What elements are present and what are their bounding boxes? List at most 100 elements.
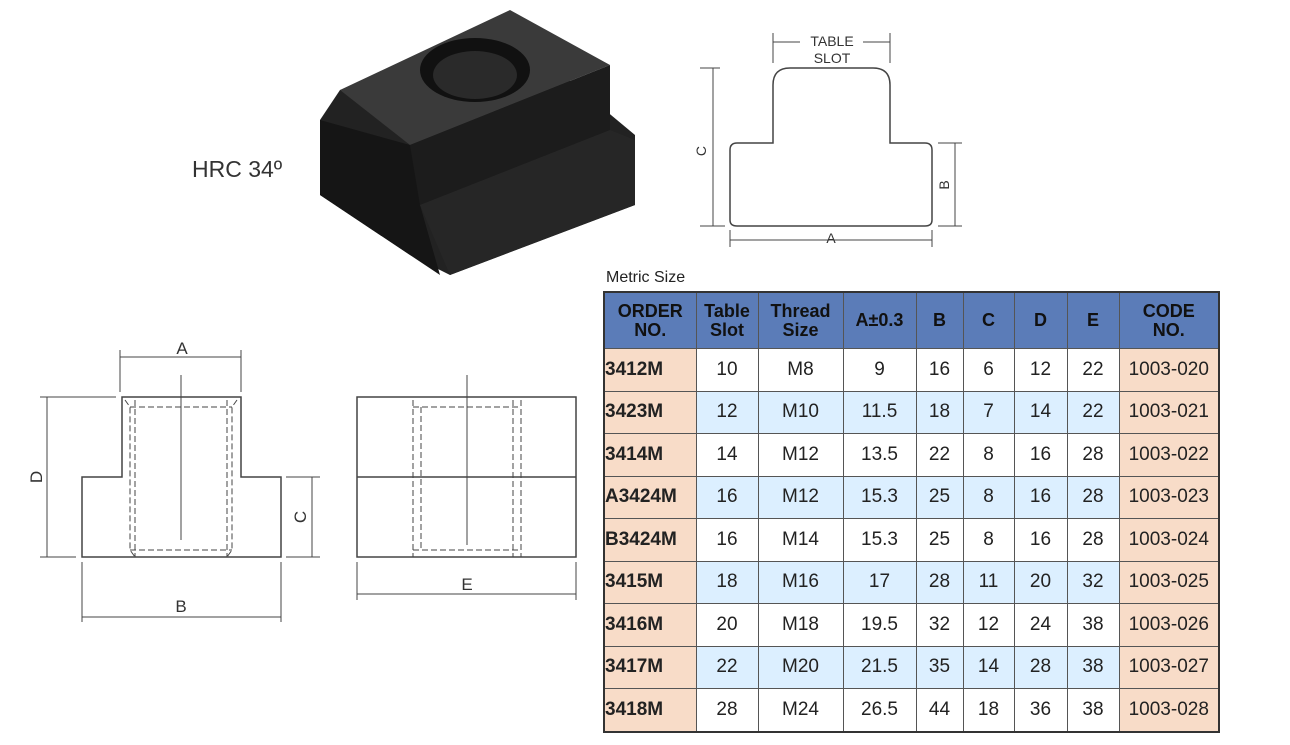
column-header-text: Thread [770,300,831,321]
column-header: A±0.3 [842,291,917,349]
column-header-text: CODE [1142,300,1195,321]
table-cell: M18 [757,603,844,647]
column-header-text: B [933,310,946,330]
table-cell: 18 [962,688,1015,732]
table-cell: 28 [1066,475,1120,519]
table-cell: 22 [1066,348,1120,392]
table-cell: M12 [757,475,844,519]
order-no-cell: 3417M [603,645,697,689]
table-cell: 9 [842,348,917,392]
table-cell: 10 [695,348,759,392]
dim-e-label: E [461,575,472,594]
column-header-text: Table [704,300,750,321]
table-cell: M12 [757,433,844,477]
table-cell: 8 [962,475,1015,519]
table-cell: 6 [962,348,1015,392]
side-view-diagram: E [356,375,577,600]
order-no-cell: 3414M [603,433,697,477]
code-no-cell: 1003-028 [1118,688,1220,732]
column-header-text: Size [782,319,819,340]
order-no-cell: 3416M [603,603,697,647]
dim-a-label: A [826,230,836,246]
t-slot-nut-photo [320,10,635,275]
table-cell: 36 [1013,688,1068,732]
table-cell: 11 [962,560,1015,604]
table-cell: 12 [695,390,759,434]
table-cell: 22 [695,645,759,689]
column-header-text: ORDER [617,300,683,321]
table-cell: 26.5 [842,688,917,732]
order-no-cell: 3423M [603,390,697,434]
table-cell: 8 [962,433,1015,477]
table-cell: 16 [915,348,964,392]
table-slot-label-2: SLOT [814,50,851,66]
table-cell: 25 [915,518,964,562]
column-header: D [1013,291,1068,349]
table-cell: 35 [915,645,964,689]
front-view-diagram: A D C B [27,339,320,622]
column-header-text: C [982,310,995,330]
table-cell: 44 [915,688,964,732]
table-caption: Metric Size [606,269,686,286]
table-cell: 21.5 [842,645,917,689]
table-cell: 28 [1066,518,1120,562]
column-header-text: NO. [634,319,667,340]
table-cell: 32 [1066,560,1120,604]
dim-b-label: B [936,180,952,189]
column-header-text: A±0.3 [855,310,904,330]
code-no-cell: 1003-023 [1118,475,1220,519]
column-header: B [915,291,964,349]
table-cell: 11.5 [842,390,917,434]
column-header: C [962,291,1015,349]
table-cell: M10 [757,390,844,434]
table-cell: 28 [1013,645,1068,689]
table-cell: 12 [1013,348,1068,392]
profile-diagram: TABLE SLOT C B A [693,33,962,247]
code-no-cell: 1003-026 [1118,603,1220,647]
code-no-cell: 1003-025 [1118,560,1220,604]
code-no-cell: 1003-024 [1118,518,1220,562]
table-cell: 13.5 [842,433,917,477]
table-cell: M24 [757,688,844,732]
code-no-cell: 1003-020 [1118,348,1220,392]
table-cell: 18 [915,390,964,434]
table-cell: 12 [962,603,1015,647]
table-cell: 16 [1013,518,1068,562]
table-cell: 16 [695,518,759,562]
order-no-cell: 3418M [603,688,697,732]
table-slot-label: TABLE [810,33,853,49]
table-cell: 22 [1066,390,1120,434]
dim-a-label: A [176,339,188,358]
table-cell: 17 [842,560,917,604]
order-no-cell: 3415M [603,560,697,604]
order-no-cell: 3412M [603,348,697,392]
table-cell: 20 [695,603,759,647]
table-cell: M8 [757,348,844,392]
table-cell: 8 [962,518,1015,562]
column-header-text: NO. [1152,319,1185,340]
table-cell: M14 [757,518,844,562]
table-cell: 25 [915,475,964,519]
dim-b-label: B [175,597,186,616]
order-no-cell: B3424M [603,518,697,562]
column-header-text: E [1086,310,1099,330]
table-cell: 28 [1066,433,1120,477]
column-header-text: D [1034,310,1047,330]
table-cell: 32 [915,603,964,647]
table-cell: 22 [915,433,964,477]
